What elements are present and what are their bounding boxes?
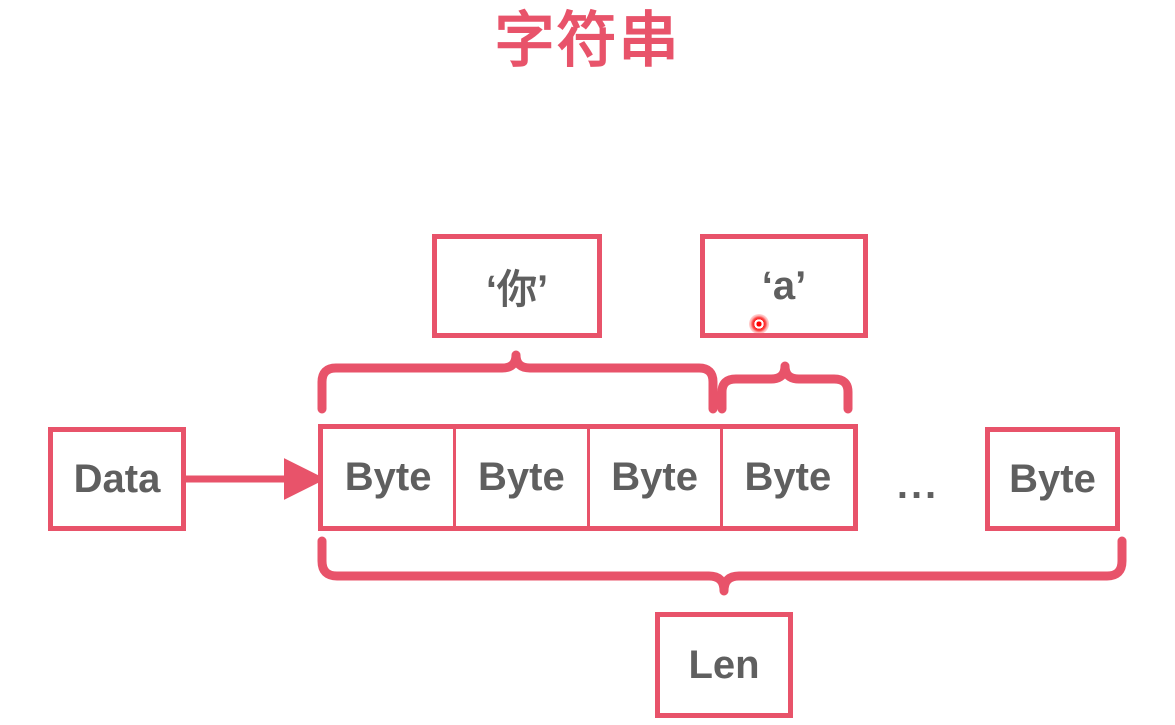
byte-cell[interactable]: Byte <box>590 429 723 526</box>
byte-cell[interactable]: Byte <box>456 429 590 526</box>
byte-array: Byte Byte Byte Byte <box>318 424 858 531</box>
byte-cell[interactable]: Byte <box>323 429 457 526</box>
page-title: 字符串 <box>494 7 681 74</box>
byte-cell[interactable]: Byte <box>744 455 832 499</box>
byte-array-ellipsis: ... <box>896 462 940 507</box>
brace-char-ni <box>317 350 718 414</box>
byte-box-tail[interactable]: Byte <box>985 427 1120 531</box>
brace-len <box>317 536 1127 596</box>
len-box[interactable]: Len <box>655 612 793 718</box>
char-box-a[interactable]: ‘a’ <box>700 234 868 338</box>
brace-char-a <box>717 361 853 414</box>
data-box[interactable]: Data <box>48 427 186 531</box>
char-box-ni[interactable]: ‘你’ <box>432 234 602 338</box>
